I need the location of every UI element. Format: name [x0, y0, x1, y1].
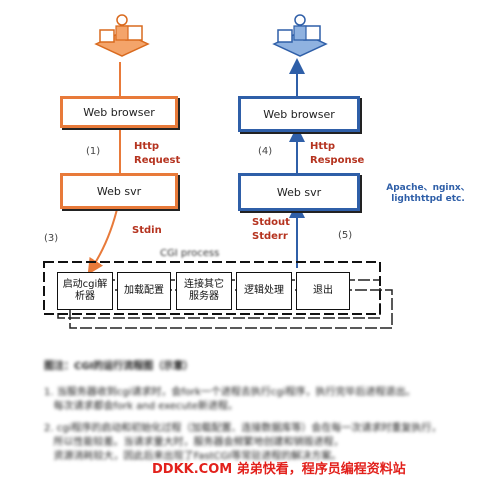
cgi-step-3: 连接其它 服务器	[176, 272, 232, 310]
note-line-4: 2. cgi程序的启动和初始化过程（加载配置、连接数据库等）会在每一次请求时重复…	[44, 423, 442, 434]
stdout-stderr-label: Stdout Stderr	[252, 217, 290, 242]
right-step-4: (4)	[258, 146, 273, 157]
cgi-main-frame	[43, 261, 381, 315]
left-web-browser-label: Web browser	[83, 105, 155, 119]
note-line-1: 图注：CGI的运行流程图（示意）	[44, 361, 194, 372]
response-label: Http Response	[310, 141, 365, 166]
left-step-1: (1)	[86, 146, 101, 157]
left-web-server-box: Web svr	[60, 173, 178, 209]
web-servers-note: Apache、nginx、 lighthttpd etc.	[386, 183, 470, 204]
right-web-browser-label: Web browser	[263, 107, 335, 121]
left-web-browser-box: Web browser	[60, 96, 178, 128]
note-line-2: 1. 当服务器收到cgi请求时，会fork一个进程去执行cgi程序，执行完毕后进…	[44, 387, 416, 398]
right-web-server-label: Web svr	[276, 185, 322, 199]
user-at-computer-icon-left	[94, 14, 150, 57]
user-at-computer-icon-right	[272, 14, 328, 57]
left-request-label: Http Request	[134, 141, 181, 166]
right-web-server-box: Web svr	[238, 173, 360, 211]
left-stdin-arrow	[87, 204, 119, 275]
cgi-process-title: CGI process	[160, 248, 220, 259]
note-line-5: 所以性能较差。当请求量大时，服务器会频繁地创建和销毁进程，	[44, 437, 344, 448]
watermark-text: DDKK.COM 弟弟快看，程序员编程资料站	[152, 462, 406, 477]
cgi-step-5: 退出	[296, 272, 350, 310]
right-web-browser-box: Web browser	[238, 96, 360, 132]
right-step-5: (5)	[338, 230, 353, 241]
cgi-step-4: 逻辑处理	[236, 272, 292, 310]
left-step-3: (3)	[44, 233, 59, 244]
cgi-step-1: 启动cgi解 析器	[57, 272, 113, 310]
stdin-label: Stdin	[132, 225, 162, 236]
note-line-3: 每次请求都会fork and execute新进程。	[44, 401, 238, 412]
note-line-6: 资源消耗较大，因此后来出现了FastCGI等常驻进程的解决方案。	[44, 451, 342, 462]
cgi-step-2: 加载配置	[117, 272, 171, 310]
left-web-server-label: Web svr	[96, 184, 142, 198]
